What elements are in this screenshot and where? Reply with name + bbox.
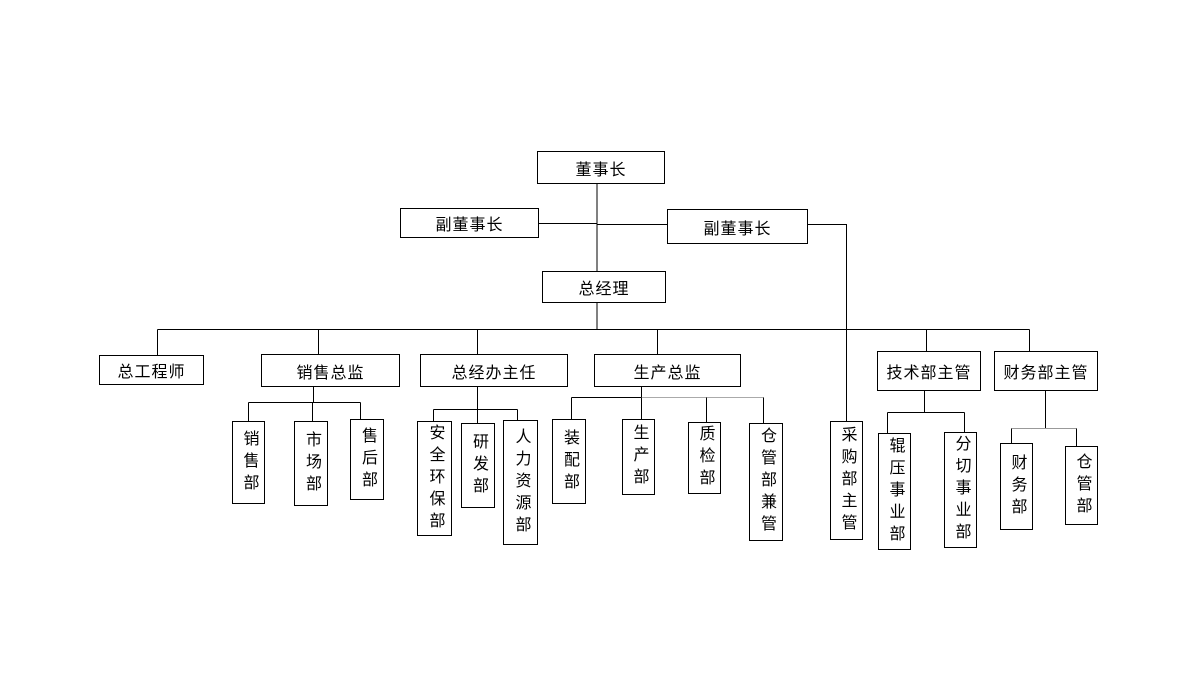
org-node-hr-dept: 人力资源部 [503,420,538,545]
org-node-general-manager: 总经理 [542,271,666,303]
org-node-safety-env-dept: 安全环保部 [417,421,452,536]
org-node-tech-dept-manager: 技术部主管 [877,351,981,391]
org-node-rd-dept: 研发部 [461,423,495,508]
org-node-production-director: 生产总监 [594,354,741,387]
org-node-rolling-division: 辊压事业部 [878,433,911,550]
org-node-finance-dept-manager: 财务部主管 [994,351,1098,391]
org-node-qc-dept: 质检部 [688,422,721,494]
org-node-purchasing-dept-manager: 采购部主管 [830,421,863,540]
org-node-vice-chairman-right: 副董事长 [667,209,808,244]
org-node-production-dept: 生产部 [622,419,655,495]
connector-line [808,224,847,421]
org-node-warehouse-concurrent-dept: 仓管部兼管 [749,423,783,541]
org-node-chairman: 董事长 [537,151,665,184]
org-node-office-director: 总经办主任 [420,354,568,387]
org-node-vice-chairman-left: 副董事长 [400,208,539,238]
org-node-slitting-division: 分切事业部 [944,432,977,548]
org-node-after-sales-dept: 售后部 [350,419,384,500]
org-node-finance-dept: 财务部 [1000,443,1033,530]
org-node-sales-dept: 销售部 [232,421,265,504]
org-node-warehouse-dept: 仓管部 [1065,446,1098,525]
org-node-chief-engineer: 总工程师 [99,355,204,385]
org-node-assembly-dept: 装配部 [552,419,586,504]
org-node-market-dept: 市场部 [294,421,328,506]
org-node-sales-director: 销售总监 [261,354,400,387]
